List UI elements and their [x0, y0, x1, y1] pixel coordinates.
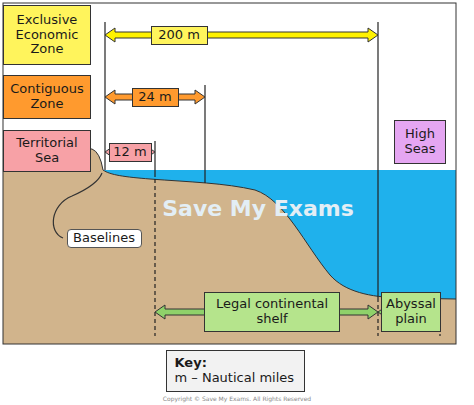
node-text: High Seas: [398, 127, 442, 157]
node-text: m – Nautical miles: [175, 371, 295, 386]
zone-box: Contiguous Zone: [3, 75, 91, 119]
dimension-arrow: [105, 28, 378, 42]
dimension-label: 24 m: [132, 88, 179, 107]
dimension-label: 12 m: [109, 143, 152, 162]
dimension-label: 200 m: [151, 26, 208, 45]
node-text: Baselines: [73, 231, 135, 246]
node-text: 12 m: [113, 145, 146, 160]
node-text: Contiguous Zone: [7, 82, 87, 112]
node-text: Exclusive Economic Zone: [7, 13, 87, 58]
sea: [103, 170, 456, 299]
land: [3, 148, 456, 344]
feature-box: Legal continental shelf: [204, 292, 340, 332]
node-text: Abyssal plain: [385, 297, 437, 327]
node-text: Key:: [175, 356, 207, 371]
node-text: Territorial Sea: [7, 136, 87, 166]
node-text: 200 m: [158, 28, 200, 43]
zone-box: Territorial Sea: [3, 130, 91, 172]
callout-box: Baselines: [67, 229, 142, 248]
zone-box: Exclusive Economic Zone: [3, 5, 91, 65]
dashed-boundaries: [155, 179, 440, 336]
node-text: 24 m: [138, 90, 171, 105]
key-box: Key:m – Nautical miles: [166, 350, 305, 392]
dimension-arrow: [105, 90, 205, 104]
watermark: Save My Exams: [162, 196, 354, 221]
boundary-lines: [105, 22, 378, 298]
node-text: Legal continental shelf: [209, 297, 335, 327]
frame: [3, 3, 456, 344]
feature-box: Abyssal plain: [381, 292, 441, 332]
copyright-note: Copyright © Save My Exams. All Rights Re…: [163, 395, 311, 402]
zone-box: High Seas: [394, 120, 446, 164]
